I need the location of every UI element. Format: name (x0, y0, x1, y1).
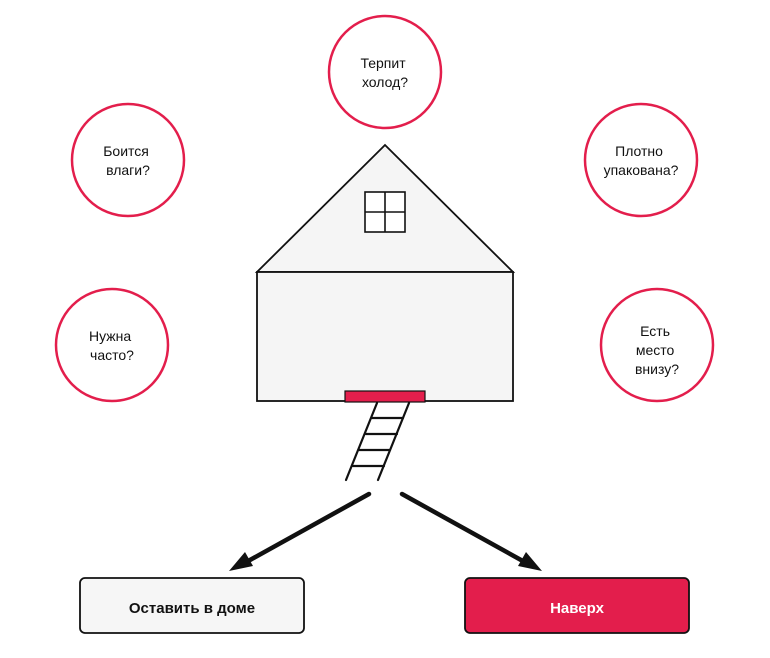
question-circle (70, 102, 186, 218)
question-text-line: упакована? (604, 162, 679, 178)
question-text-line: Плотно (615, 143, 663, 159)
question-moisture: Боится влаги? (70, 102, 186, 218)
question-text-line: часто? (90, 347, 134, 363)
question-text-line: влаги? (106, 162, 150, 178)
question-circle (599, 287, 715, 403)
question-text-line: Терпит (360, 55, 406, 71)
question-space: Есть место внизу? (599, 287, 715, 403)
ladder-icon (344, 401, 411, 482)
question-text-line: Есть (640, 323, 670, 339)
question-text-line: холод? (362, 74, 408, 90)
move-up-label: Наверх (550, 600, 605, 617)
window-icon (364, 191, 406, 233)
svg-text:Терпит холод?: Терпит холод? (360, 55, 409, 90)
question-often: Нужна часто? (54, 287, 170, 403)
question-text-line: Боится (103, 143, 149, 159)
question-circle (583, 102, 699, 218)
svg-text:Боится влаги?: Боится влаги? (103, 143, 153, 178)
move-up-button[interactable]: Наверх (464, 577, 690, 634)
svg-text:Плотно упакована?: Плотно упакована? (604, 143, 679, 178)
house-icon (254, 143, 516, 403)
house-body (256, 271, 514, 402)
attic-hatch-icon (344, 390, 426, 403)
question-text-line: место (636, 342, 675, 358)
question-text-line: внизу? (635, 361, 679, 377)
question-circle (327, 14, 443, 130)
arrow-icon (229, 491, 372, 571)
question-packed: Плотно упакована? (583, 102, 699, 218)
question-circle (54, 287, 170, 403)
keep-at-home-label: Оставить в доме (129, 600, 255, 617)
svg-text:Нужна часто?: Нужна часто? (89, 328, 135, 363)
keep-at-home-button[interactable]: Оставить в доме (79, 577, 305, 634)
question-text-line: Нужна (89, 328, 131, 344)
svg-text:Есть место внизу?: Есть место внизу? (635, 323, 679, 377)
question-cold: Терпит холод? (327, 14, 443, 130)
arrow-icon (399, 491, 542, 571)
